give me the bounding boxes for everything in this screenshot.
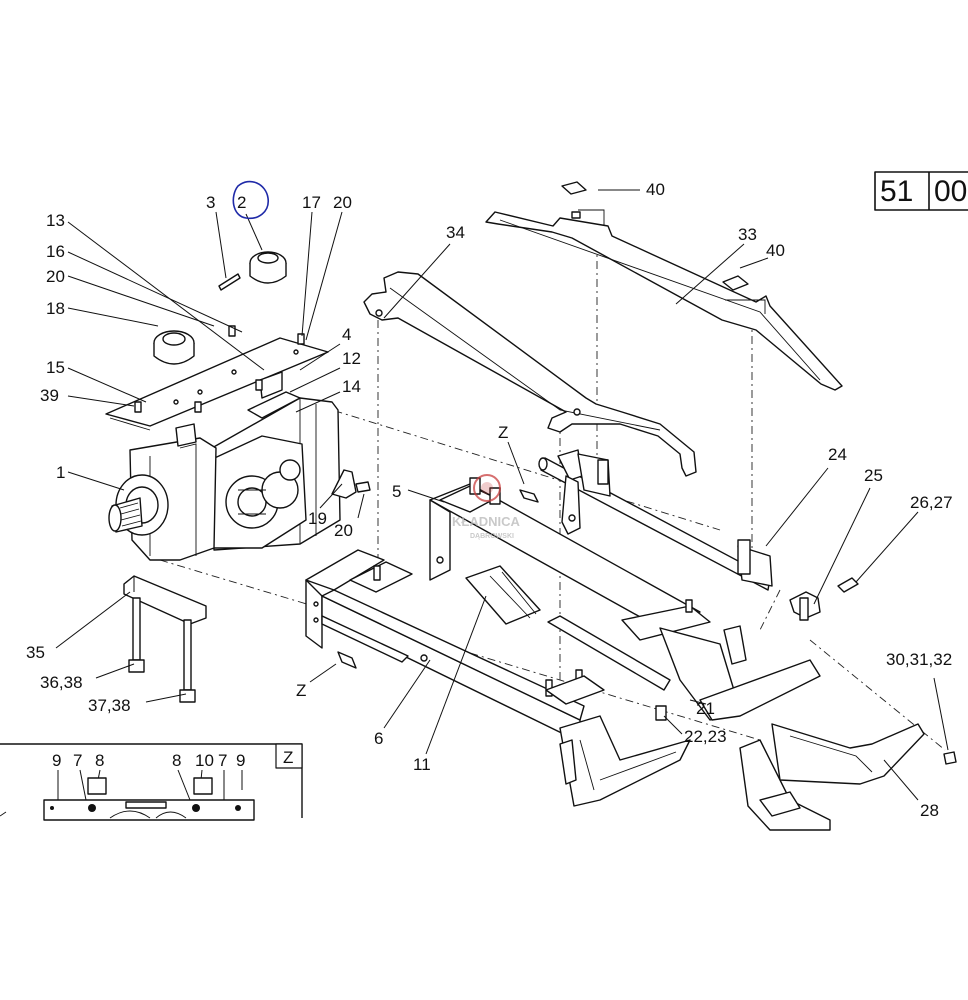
callout-2: 2: [237, 193, 246, 212]
callout-5: 5: [392, 482, 401, 501]
detail-part-10: 10: [195, 751, 214, 770]
callout-21: 21: [696, 699, 715, 718]
callout-12: 12: [342, 349, 361, 368]
skid: [559, 715, 691, 807]
callout-30-31-32: 30,31,32: [886, 650, 952, 669]
watermark-subtext: DĄBROWSKI: [470, 533, 514, 540]
support-11: [429, 477, 701, 629]
callout-20-top: 20: [333, 193, 352, 212]
callout-18: 18: [46, 299, 65, 318]
callout-13: 13: [46, 211, 65, 230]
callout-20-lower: 20: [334, 521, 353, 540]
rod-24: [538, 449, 773, 591]
callout-28: 28: [920, 801, 939, 820]
page-number-right: 00: [934, 175, 967, 208]
clamp-35: [123, 575, 207, 703]
knob-2: [249, 251, 287, 284]
callout-17: 17: [302, 193, 321, 212]
callout-z-lower: Z: [296, 681, 306, 700]
callout-40-top: 40: [646, 180, 665, 199]
callout-34: 34: [446, 223, 465, 242]
detail-part-8-right: 8: [172, 751, 181, 770]
bracket-19: [331, 469, 371, 499]
callout-z-upper: Z: [498, 423, 508, 442]
gearbox-assembly: [105, 251, 341, 561]
callout-4: 4: [342, 325, 351, 344]
bar-34: [363, 271, 697, 477]
detail-view-z: Z 9 7 8 8 10 7 9: [0, 743, 303, 821]
detail-part-9-left: 9: [52, 751, 61, 770]
callout-24: 24: [828, 445, 847, 464]
callout-40-right: 40: [766, 241, 785, 260]
callout-37-38: 37,38: [88, 696, 131, 715]
callout-6: 6: [374, 729, 383, 748]
callout-labels: 13 16 20 18 15 39 1 3 2 17 20 4 12 14 19…: [26, 180, 953, 820]
watermark-text: KŁADNICA: [452, 514, 520, 529]
callout-35: 35: [26, 643, 45, 662]
callout-22-23: 22,23: [684, 727, 727, 746]
page-number-box: 51 00: [874, 171, 968, 211]
runner-21: [545, 599, 821, 721]
callout-16: 16: [46, 242, 65, 261]
detail-part-9-right: 9: [236, 751, 245, 770]
detail-part-7-right: 7: [218, 751, 227, 770]
callout-3: 3: [206, 193, 215, 212]
detail-z-label: Z: [283, 748, 293, 767]
callout-33: 33: [738, 225, 757, 244]
slide-bar-33: [485, 181, 843, 391]
highlight-circle: [232, 180, 269, 220]
frame-6: [305, 549, 585, 743]
callout-25: 25: [864, 466, 883, 485]
callout-26-27: 26,27: [910, 493, 953, 512]
callout-11: 11: [413, 755, 431, 774]
callout-36-38: 36,38: [40, 673, 83, 692]
leader-lines: [55, 189, 949, 801]
watermark: KŁADNICA DĄBROWSKI: [452, 474, 520, 540]
callout-19: 19: [308, 509, 327, 528]
callout-39: 39: [40, 386, 59, 405]
detail-part-7-left: 7: [73, 751, 82, 770]
detail-part-8-left: 8: [95, 751, 104, 770]
page-number-left: 51: [880, 175, 913, 208]
callout-1: 1: [56, 463, 65, 482]
small-parts: [789, 577, 957, 765]
callout-14: 14: [342, 377, 361, 396]
callout-15: 15: [46, 358, 65, 377]
part-28: [739, 723, 925, 831]
callout-20-left: 20: [46, 267, 65, 286]
knob-18: [153, 330, 195, 365]
